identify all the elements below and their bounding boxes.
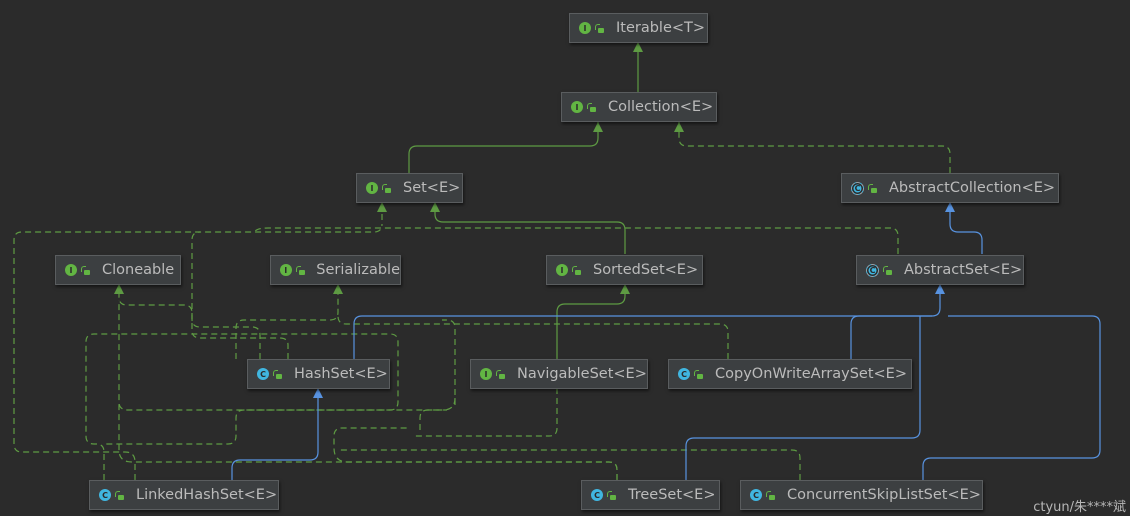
- interface-icon: I: [280, 264, 292, 276]
- edge-hashset-serializable: [235, 284, 343, 359]
- edge-linkedhash-set: [13, 223, 383, 480]
- node-label: ConcurrentSkipListSet<E>: [787, 487, 981, 503]
- edge-abstractset-set: [253, 227, 899, 254]
- edge-treeset-abstractset: [685, 316, 921, 480]
- node-serializable[interactable]: I Serializable: [270, 255, 401, 285]
- node-label: CopyOnWriteArraySet<E>: [715, 366, 907, 382]
- node-abstract-collection[interactable]: C AbstractCollection<E>: [841, 173, 1059, 203]
- interface-icon: I: [571, 101, 583, 113]
- public-lock-icon: [766, 490, 775, 500]
- node-hash-set[interactable]: C HashSet<E>: [247, 359, 390, 389]
- public-lock-icon: [81, 265, 90, 275]
- edge-hashset-set: [191, 231, 289, 359]
- edge-csls-abstractset: [922, 315, 1101, 480]
- node-label: Iterable<T>: [616, 20, 706, 36]
- public-lock-icon: [607, 490, 616, 500]
- interface-icon: I: [579, 22, 591, 34]
- public-lock-icon: [115, 490, 124, 500]
- node-label: AbstractCollection<E>: [889, 180, 1056, 196]
- node-cloneable[interactable]: I Cloneable: [55, 255, 181, 285]
- edge-hashset-cloneable: [114, 284, 261, 359]
- edge-set-collection: [408, 122, 603, 173]
- edge-csls-navigable: [419, 409, 447, 430]
- class-icon: C: [591, 489, 603, 501]
- node-collection[interactable]: I Collection<E>: [561, 92, 717, 122]
- edge-treeset-cloneable: [118, 300, 618, 480]
- node-label: LinkedHashSet<E>: [136, 487, 278, 503]
- node-concurrent-skip-list-set[interactable]: C ConcurrentSkipListSet<E>: [740, 480, 983, 510]
- edge-treeset-navigableset: [414, 388, 558, 437]
- public-lock-icon: [587, 102, 596, 112]
- abstract-class-icon: C: [866, 263, 879, 277]
- node-tree-set[interactable]: C TreeSet<E>: [581, 480, 720, 510]
- edge-treeset-serializable: [333, 427, 618, 480]
- node-label: Serializable: [316, 262, 400, 278]
- node-label: NavigableSet<E>: [517, 366, 647, 382]
- edge-abstractset-abstractcollection: [945, 202, 983, 254]
- node-label: Set<E>: [403, 180, 461, 196]
- node-navigable-set[interactable]: I NavigableSet<E>: [470, 359, 648, 389]
- public-lock-icon: [694, 369, 703, 379]
- edge-csls-serializable: [340, 449, 801, 480]
- edge-cowas-serializable: [337, 315, 729, 359]
- public-lock-icon: [572, 265, 581, 275]
- edge-abstractcollection-collection: [674, 122, 951, 173]
- public-lock-icon: [883, 265, 892, 275]
- public-lock-icon: [595, 23, 604, 33]
- watermark: ctyun/朱****斌: [1033, 500, 1126, 515]
- public-lock-icon: [295, 265, 305, 275]
- abstract-class-icon: C: [851, 181, 864, 195]
- node-label: HashSet<E>: [294, 366, 388, 382]
- class-icon: C: [678, 368, 690, 380]
- public-lock-icon: [868, 183, 877, 193]
- class-icon: C: [99, 489, 111, 501]
- node-copy-on-write-array-set[interactable]: C CopyOnWriteArraySet<E>: [668, 359, 912, 389]
- edge-navigableset-sortedset: [556, 284, 630, 359]
- node-set[interactable]: I Set<E>: [356, 173, 463, 203]
- public-lock-icon: [273, 369, 282, 379]
- node-sorted-set[interactable]: I SortedSet<E>: [546, 255, 703, 285]
- node-abstract-set[interactable]: C AbstractSet<E>: [856, 255, 1024, 285]
- edge-linkedhashset-hashset: [231, 388, 323, 480]
- node-label: TreeSet<E>: [628, 487, 716, 503]
- node-label: SortedSet<E>: [593, 262, 699, 278]
- interface-icon: I: [366, 182, 378, 194]
- node-label: Collection<E>: [608, 99, 714, 115]
- public-lock-icon: [382, 183, 391, 193]
- node-label: AbstractSet<E>: [904, 262, 1023, 278]
- interface-icon: I: [480, 368, 492, 380]
- edge-csls-cloneable: [118, 319, 456, 411]
- edge-sortedset-set: [430, 202, 626, 254]
- class-icon: C: [257, 368, 269, 380]
- interface-icon: I: [556, 264, 568, 276]
- edge-hashset-abstractset: [353, 284, 945, 359]
- edge-cowas-abstractset: [850, 315, 932, 359]
- edge-linkedhash-serializable: [85, 333, 399, 480]
- interface-icon: I: [65, 264, 77, 276]
- node-label: Cloneable: [102, 262, 175, 278]
- node-linked-hash-set[interactable]: C LinkedHashSet<E>: [89, 480, 279, 510]
- node-iterable[interactable]: I Iterable<T>: [569, 13, 708, 43]
- public-lock-icon: [496, 369, 505, 379]
- class-icon: C: [750, 489, 762, 501]
